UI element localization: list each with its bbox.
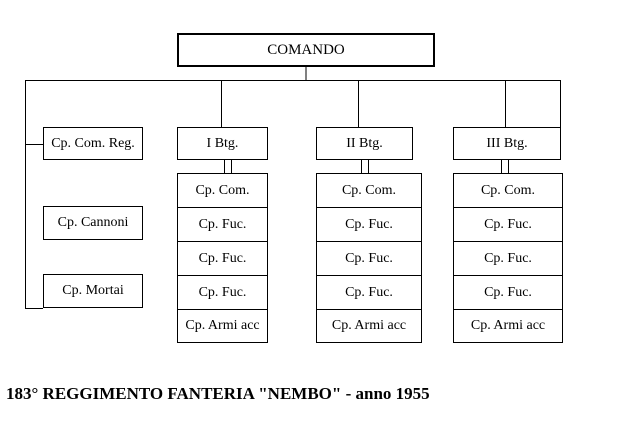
node-battalion-2: II Btg. xyxy=(316,127,413,160)
root-node-comando: COMANDO xyxy=(177,33,435,67)
node-battalion-2-company-1: Cp. Com. xyxy=(316,173,422,208)
node-battalion-3: III Btg. xyxy=(453,127,561,160)
node-battalion-1: I Btg. xyxy=(177,127,268,160)
node-battalion-3-company-2: Cp. Fuc. xyxy=(453,207,563,242)
node-battalion-1-company-3: Cp. Fuc. xyxy=(177,241,268,276)
node-battalion-2-company-5: Cp. Armi acc xyxy=(316,309,422,343)
node-cp-mortai: Cp. Mortai xyxy=(43,274,143,308)
node-cp-cannoni: Cp. Cannoni xyxy=(43,206,143,240)
node-battalion-2-company-2: Cp. Fuc. xyxy=(316,207,422,242)
node-battalion-3-company-1: Cp. Com. xyxy=(453,173,563,208)
node-battalion-1-company-2: Cp. Fuc. xyxy=(177,207,268,242)
node-battalion-3-company-3: Cp. Fuc. xyxy=(453,241,563,276)
node-battalion-1-company-1: Cp. Com. xyxy=(177,173,268,208)
node-cp-com-reg: Cp. Com. Reg. xyxy=(43,127,143,160)
node-battalion-3-company-5: Cp. Armi acc xyxy=(453,309,563,343)
diagram-caption: 183° REGGIMENTO FANTERIA "NEMBO" - anno … xyxy=(6,384,430,403)
node-battalion-1-company-5: Cp. Armi acc xyxy=(177,309,268,343)
node-battalion-3-company-4: Cp. Fuc. xyxy=(453,275,563,310)
node-battalion-2-company-4: Cp. Fuc. xyxy=(316,275,422,310)
node-battalion-2-company-3: Cp. Fuc. xyxy=(316,241,422,276)
node-battalion-1-company-4: Cp. Fuc. xyxy=(177,275,268,310)
